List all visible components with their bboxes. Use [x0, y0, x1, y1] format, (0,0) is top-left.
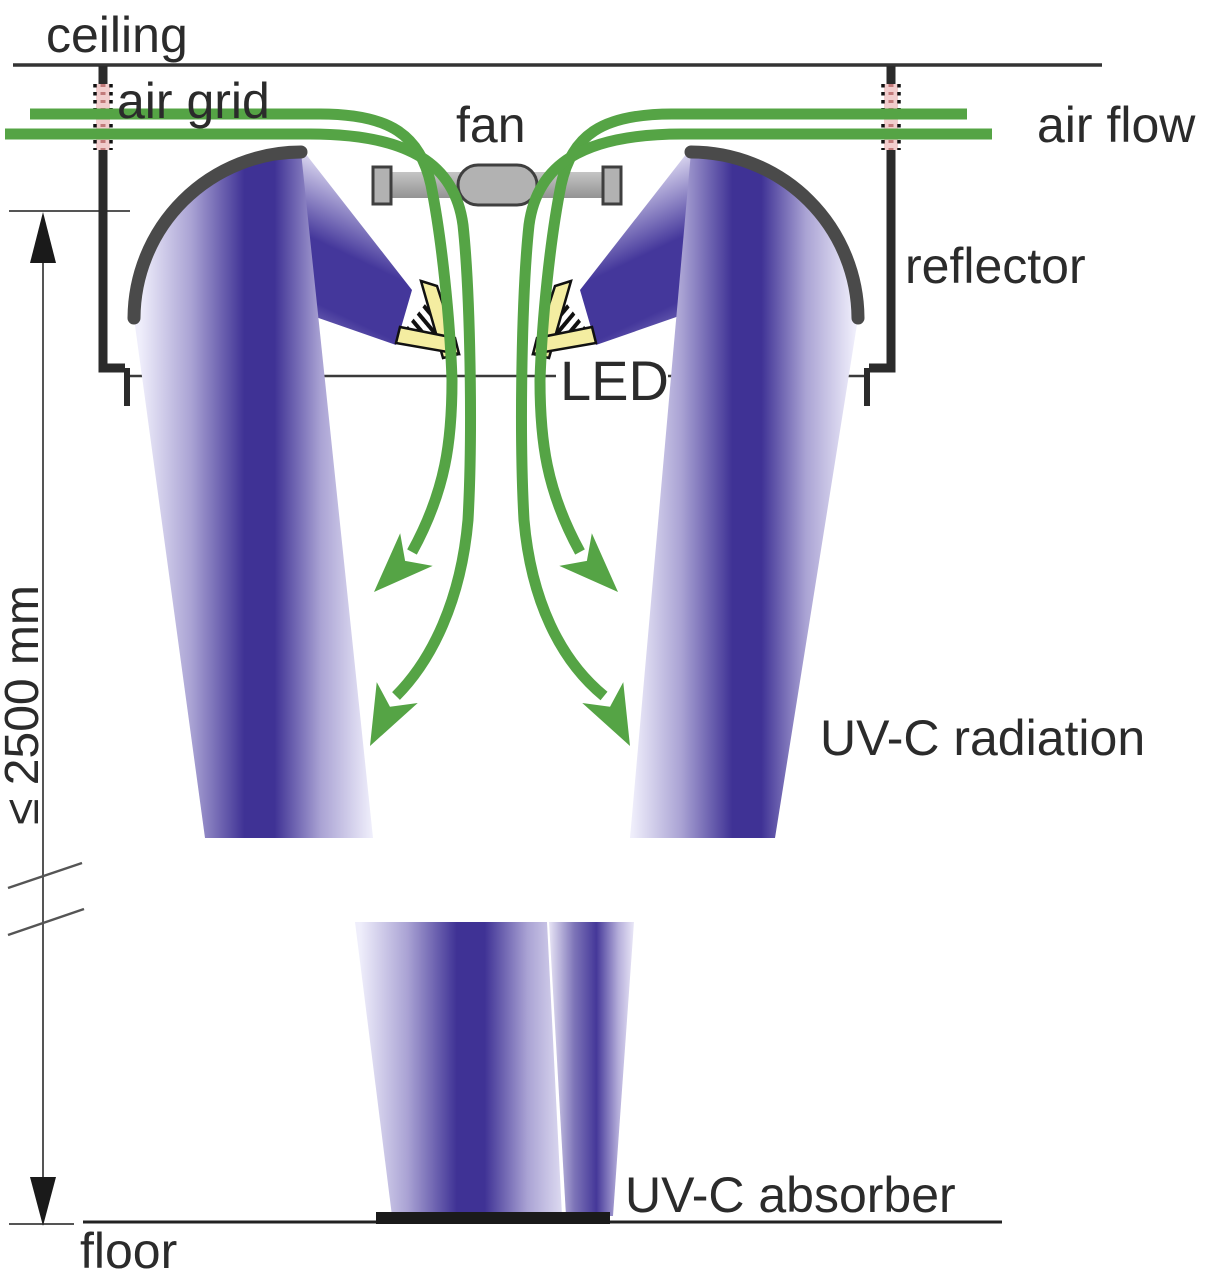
uvc-absorber-label: UV-C absorber [625, 1167, 956, 1223]
ceiling-label: ceiling [46, 7, 188, 63]
floor-label: floor [80, 1223, 177, 1279]
air-flow-line-right-outer [534, 108, 967, 555]
air-flow-label: air flow [1037, 97, 1196, 153]
air-flow-line-right-inner [516, 128, 992, 701]
break-slash-2 [7, 907, 85, 937]
reflector-right [684, 145, 865, 325]
height-dimension [7, 210, 130, 1226]
led-module-left [394, 279, 461, 360]
uvc-radiation-label: UV-C radiation [820, 710, 1145, 766]
height-dimension-label: ≤ 2500 mm [0, 585, 49, 825]
uvc-beam-lower-right [549, 922, 634, 1216]
fan-end-plate-right [601, 165, 623, 206]
reflector-label: reflector [905, 238, 1086, 294]
air-grid-label: air grid [117, 73, 270, 129]
fan-end-plate-left [371, 165, 393, 206]
uvc-beam-down-right [630, 151, 858, 838]
led-label: LED [560, 349, 669, 412]
break-slash-1 [7, 861, 83, 890]
air-flow-lines [5, 108, 992, 701]
air-flow-line-left-inner [5, 128, 476, 700]
led-board-left-b [394, 325, 461, 356]
air-flow-line-left-outer [30, 108, 458, 555]
housing-wall-right [869, 66, 896, 373]
uvc-beams [134, 151, 858, 1216]
led-board-right-b [531, 325, 598, 356]
housing-wall-left [98, 66, 125, 373]
uvc-beam-down-left [134, 152, 373, 838]
fan-label: fan [456, 97, 526, 153]
uvc-beam-lower-left [355, 922, 562, 1216]
reflector-left [127, 145, 308, 325]
uvc-absorber-strip [376, 1212, 610, 1224]
dimension-arrow-down-icon [30, 1177, 56, 1226]
dimension-arrow-up-icon [30, 212, 56, 263]
housing [98, 66, 896, 406]
fan-hub [456, 163, 539, 207]
